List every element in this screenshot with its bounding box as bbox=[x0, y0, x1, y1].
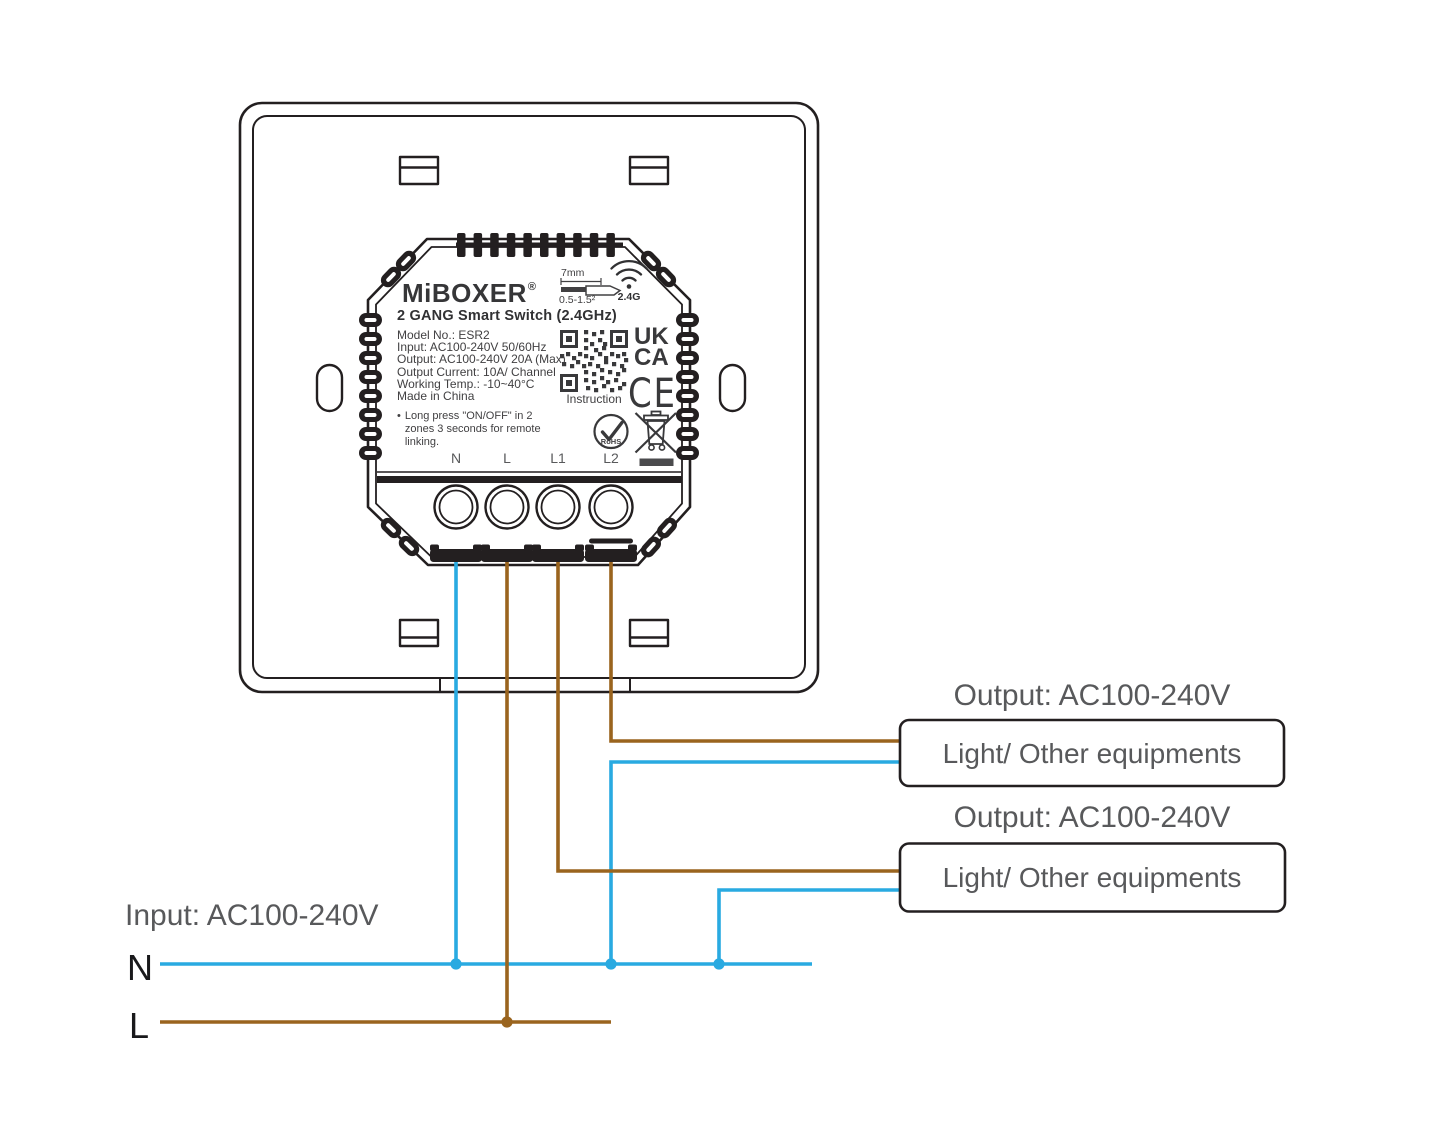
spec-line-input: Input: AC100-240V 50/60Hz bbox=[397, 340, 547, 355]
wire-gauge-label: 0.5-1.5² bbox=[559, 294, 596, 306]
live-wire-l1-to-load2 bbox=[556, 562, 901, 873]
registered-mark: ® bbox=[527, 281, 537, 294]
output-label-1: Output: AC100-240V bbox=[953, 679, 1231, 712]
live-junction-dot bbox=[501, 1016, 513, 1028]
weee-bin-icon bbox=[634, 410, 677, 466]
ukca-mark-bottom: CA bbox=[634, 343, 669, 371]
rohs-icon bbox=[593, 413, 629, 450]
neutral-junction-dots bbox=[450, 958, 725, 970]
input-label: Input: AC100-240V bbox=[125, 899, 379, 932]
terminal-label-n: N bbox=[450, 450, 462, 466]
faceplate bbox=[238, 101, 820, 694]
wire-strip-icon bbox=[560, 278, 622, 296]
faceplate-inner-edge bbox=[252, 115, 806, 679]
mounting-slot-bottom-right bbox=[628, 618, 670, 648]
neutral-branch-to-load1 bbox=[609, 760, 901, 964]
ukca-mark-top: UK bbox=[634, 323, 669, 350]
input-neutral-label: N bbox=[127, 947, 153, 988]
terminal-screws bbox=[433, 484, 634, 530]
wire-clamps bbox=[430, 538, 637, 562]
heatsink-fins-corners bbox=[380, 250, 678, 558]
strip-length-label: 7mm bbox=[561, 267, 585, 279]
rohs-label: RoHS bbox=[600, 437, 622, 446]
live-wire-l2-to-load1 bbox=[609, 562, 901, 743]
brand-logo-text: MiBOXER bbox=[402, 278, 527, 308]
terminal-divider-band bbox=[377, 476, 682, 483]
heatsink-fins-right bbox=[676, 313, 699, 460]
product-name: 2 GANG Smart Switch (2.4GHz) bbox=[397, 308, 617, 324]
wifi-icon bbox=[610, 260, 648, 289]
note-text: Long press "ON/OFF" in 2 zones 3 seconds… bbox=[404, 410, 541, 448]
terminal-label-l: L bbox=[503, 450, 511, 466]
note-bullet: • bbox=[397, 410, 401, 422]
brand-logo: MiBOXER® bbox=[402, 278, 537, 309]
qr-code bbox=[560, 330, 629, 393]
spec-line-output-current: Output Current: 10A/ Channel bbox=[397, 364, 556, 379]
load-box-1-label: Light/ Other equipments bbox=[942, 738, 1242, 769]
qr-caption: Instruction bbox=[566, 392, 622, 406]
spec-line-working-temp: Working Temp.: -10~40°C bbox=[397, 376, 535, 391]
terminal-label-l1: L1 bbox=[550, 450, 566, 466]
terminal-label-l2: L2 bbox=[603, 450, 619, 466]
screw-hole-right bbox=[718, 363, 747, 413]
remote-linking-note: • Long press "ON/OFF" in 2 zones 3 secon… bbox=[397, 410, 549, 448]
spec-line-output: Output: AC100-240V 20A (Max) bbox=[397, 352, 566, 367]
input-live-label: L bbox=[129, 1005, 150, 1046]
spec-line-model: Model No.: ESR2 bbox=[397, 328, 490, 342]
ce-mark: CE bbox=[628, 371, 677, 417]
neutral-wires bbox=[160, 562, 901, 966]
heatsink-fins-left bbox=[359, 313, 382, 460]
neutral-branch-to-load2 bbox=[717, 888, 901, 964]
mounting-slot-top-right bbox=[628, 155, 670, 186]
load-box-1 bbox=[898, 718, 1286, 788]
spec-line-made-in: Made in China bbox=[397, 389, 475, 404]
mounting-slot-top-left bbox=[398, 155, 440, 186]
mounting-slot-bottom-left bbox=[398, 618, 440, 648]
load-box-2-label: Light/ Other equipments bbox=[942, 862, 1242, 893]
load-box-2 bbox=[898, 842, 1287, 913]
heatsink-fins-top bbox=[377, 233, 682, 483]
load-boxes bbox=[898, 718, 1287, 913]
faceplate-bottom-tab bbox=[439, 678, 631, 693]
check-icon bbox=[600, 420, 624, 442]
wifi-band-label: 2.4G bbox=[617, 291, 641, 303]
spec-list: Model No.: ESR2 Input: AC100-240V 50/60H… bbox=[397, 329, 566, 402]
ukca-mark: UK CA bbox=[634, 323, 669, 371]
live-wires bbox=[160, 562, 901, 1024]
screw-hole-left bbox=[315, 363, 344, 413]
output-label-2: Output: AC100-240V bbox=[953, 801, 1231, 834]
